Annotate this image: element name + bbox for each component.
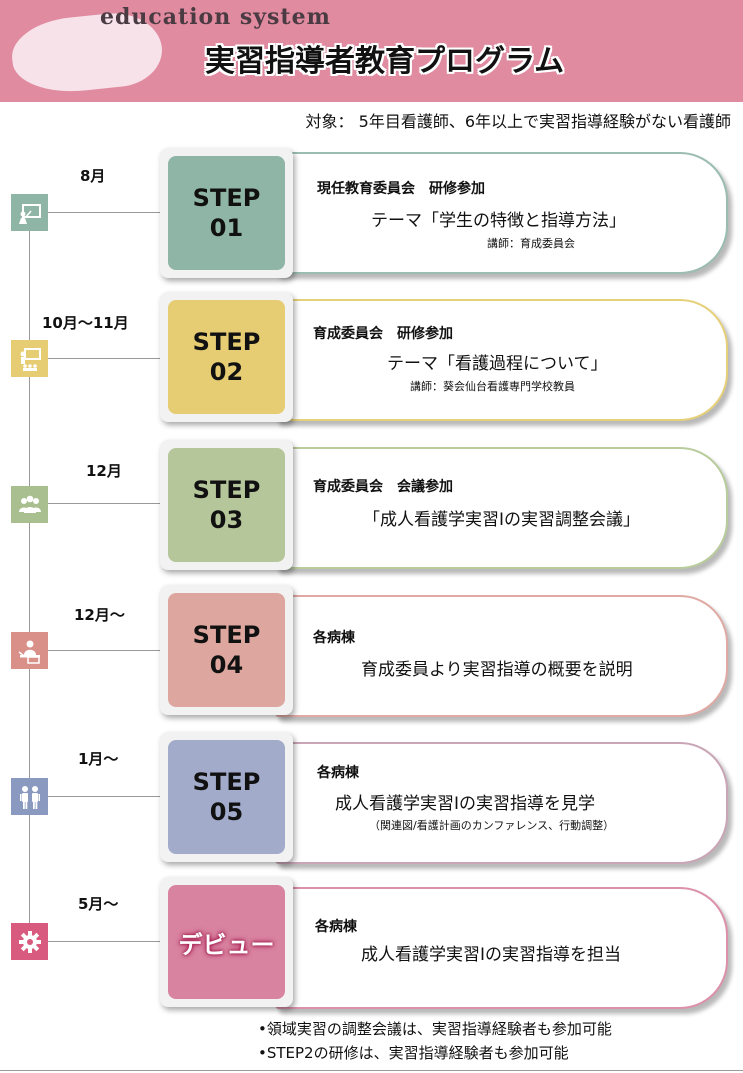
teacher-students-icon [11,340,48,377]
step-theme: テーマ「看護過程について」 [387,354,608,374]
step-card: 現任教育委員会 研修参加 テーマ「学生の特徴と指導方法」 講師：育成委員会 [275,152,728,274]
timeline-line [29,212,30,942]
month-label: 12月 [86,462,122,480]
step-theme: 「成人看護学実習Ⅰの実習調整会議」 [363,510,641,530]
step-label: STEP [192,328,261,356]
step-note: 講師：育成委員会 [487,237,575,250]
month-label: 1月～ [78,750,119,768]
step-badge: STEP 05 [160,732,293,862]
step-heading: 各病棟 [313,630,355,646]
step-card: 各病棟 成人看護学実習Ⅰの実習指導を見学 （関連図/看護計画のカンファレンス、行… [275,742,728,864]
step-theme: テーマ「学生の特徴と指導方法」 [371,211,626,231]
footnote: •STEP2の研修は、実習指導経験者も参加可能 [258,1044,569,1062]
step-note: 講師：葵会仙台看護専門学校教員 [410,380,575,393]
bottom-divider [0,1070,743,1071]
step-badge: STEP 04 [160,585,293,715]
step-label: STEP [192,476,261,504]
target-audience: 対象： 5年目看護師、6年以上で実習指導経験がない看護師 [305,112,731,131]
step-label: STEP [192,184,261,212]
step-label: STEP [192,768,261,796]
debut-label: デビュー [178,930,275,959]
footnote: •領域実習の調整会議は、実習指導経験者も参加可能 [258,1020,612,1038]
header-banner: education system 実習指導者教育プログラム [0,0,743,102]
month-label: 10月～11月 [42,314,129,332]
step-theme: 成人看護学実習Ⅰの実習指導を見学 [335,794,596,814]
step-card: 育成委員会 会議参加 「成人看護学実習Ⅰの実習調整会議」 [275,447,728,569]
step-heading: 現任教育委員会 研修参加 [317,181,485,197]
gear-icon [11,923,48,960]
connector-line [48,503,160,504]
step-badge: STEP 03 [160,440,293,570]
step-theme: 成人看護学実習Ⅰの実習指導を担当 [361,945,622,965]
two-people-icon [11,778,48,815]
step-number: 02 [209,358,244,386]
step-badge: STEP 02 [160,292,293,422]
step-badge: STEP 01 [160,148,293,278]
group-icon [11,486,48,523]
header-subtitle: education system [100,4,331,30]
connector-line [48,941,160,942]
step-heading: 育成委員会 会議参加 [313,479,453,495]
step-theme: 育成委員より実習指導の概要を説明 [361,660,633,680]
month-label: 8月 [80,167,106,185]
step-card: 各病棟 育成委員より実習指導の概要を説明 [275,595,728,717]
step-number: 04 [209,651,244,679]
step-card: 育成委員会 研修参加 テーマ「看護過程について」 講師：葵会仙台看護専門学校教員 [275,299,728,421]
step-heading: 育成委員会 研修参加 [313,326,453,342]
connector-line [48,358,160,359]
presentation-icon [11,194,48,231]
step-number: 01 [209,214,244,242]
connector-line [48,650,160,651]
month-label: 5月～ [78,895,119,913]
step-heading: 各病棟 [317,765,359,781]
page-title: 実習指導者教育プログラム [205,44,565,79]
step-card: 各病棟 成人看護学実習Ⅰの実習指導を担当 [275,887,728,1009]
step-label: STEP [192,621,261,649]
step-number: 05 [209,798,244,826]
step-number: 03 [209,506,244,534]
step-heading: 各病棟 [315,919,357,935]
lecturer-icon [11,632,48,669]
step-badge: デビュー [160,877,293,1007]
connector-line [48,796,160,797]
month-label: 12月～ [74,606,125,624]
step-note: （関連図/看護計画のカンファレンス、行動調整） [369,819,615,832]
connector-line [48,212,160,213]
